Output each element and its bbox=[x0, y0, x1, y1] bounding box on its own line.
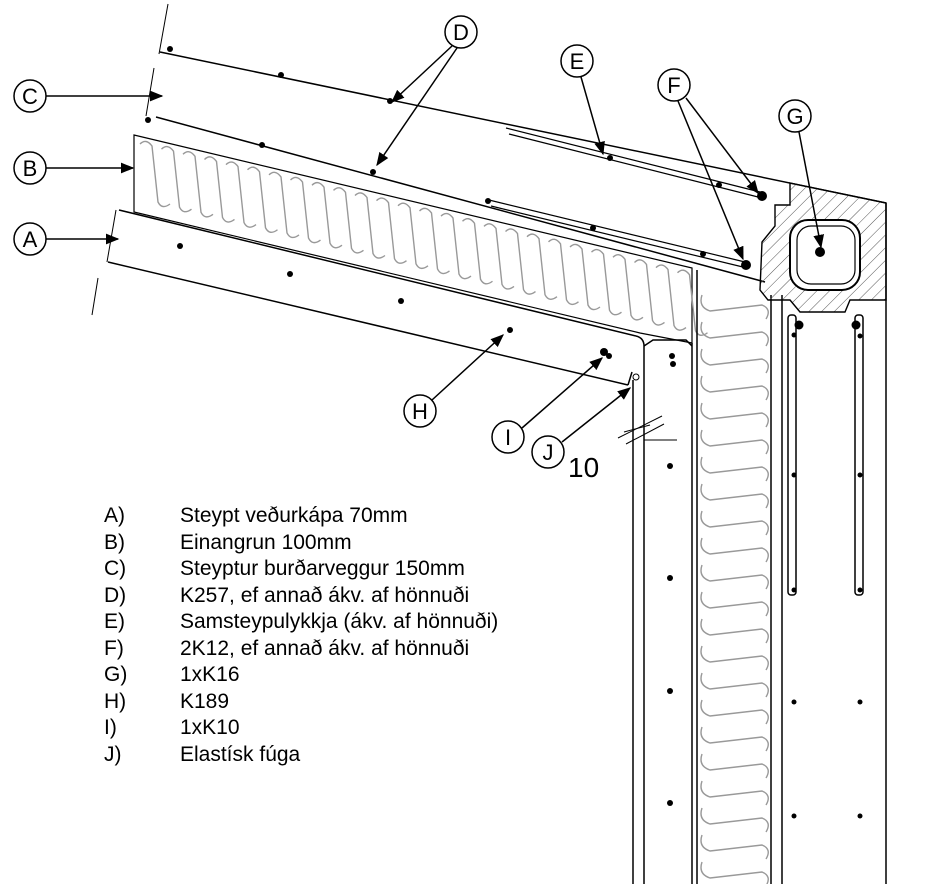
legend-key: F) bbox=[104, 636, 124, 660]
callout-d: D bbox=[376, 15, 478, 167]
legend-text: Steypt veðurkápa 70mm bbox=[180, 504, 408, 528]
svg-text:I: I bbox=[505, 425, 511, 450]
callout-j: J bbox=[531, 387, 632, 469]
legend-item: H) K189 bbox=[104, 689, 498, 716]
legend-item: I) 1xK10 bbox=[104, 715, 498, 742]
legend-item: A) Steypt veðurkápa 70mm bbox=[104, 503, 498, 530]
legend-text: K189 bbox=[180, 689, 230, 713]
legend-text: K257, ef annað ákv. af hönnuði bbox=[180, 583, 470, 607]
svg-text:C: C bbox=[22, 84, 38, 109]
legend-key: J) bbox=[104, 742, 122, 766]
corner-concrete-hatched bbox=[759, 182, 887, 313]
legend-key: E) bbox=[104, 610, 125, 634]
callout-g: G bbox=[778, 99, 825, 249]
legend-item: B) Einangrun 100mm bbox=[104, 530, 498, 557]
legend-item: D) K257, ef annað ákv. af hönnuði bbox=[104, 583, 498, 610]
callouts: A B C D E F G H I J bbox=[13, 15, 825, 469]
legend-text: Elastísk fúga bbox=[180, 742, 301, 766]
legend-text: 2K12, ef annað ákv. af hönnuði bbox=[180, 636, 470, 660]
svg-text:D: D bbox=[453, 20, 469, 45]
legend-text: Einangrun 100mm bbox=[180, 530, 352, 554]
rebar-dots bbox=[145, 46, 863, 819]
legend-text: 1xK10 bbox=[180, 716, 240, 740]
svg-text:E: E bbox=[570, 49, 585, 74]
legend-key: C) bbox=[104, 557, 127, 581]
legend-key: D) bbox=[104, 583, 127, 607]
legend-key: A) bbox=[104, 504, 125, 528]
legend-text: Steyptur burðarveggur 150mm bbox=[180, 557, 465, 581]
svg-text:H: H bbox=[412, 399, 428, 424]
legend-item: J) Elastísk fúga bbox=[104, 742, 498, 769]
vertical-wall-layers bbox=[632, 270, 864, 884]
legend-text: 1xK16 bbox=[180, 663, 240, 687]
svg-text:F: F bbox=[667, 73, 680, 98]
legend-key: H) bbox=[104, 689, 127, 713]
svg-text:G: G bbox=[786, 104, 803, 129]
insulation-sloped bbox=[133, 134, 708, 344]
legend-item: G) 1xK16 bbox=[104, 662, 498, 689]
legend-item: C) Steyptur burðarveggur 150mm bbox=[104, 556, 498, 583]
legend-key: B) bbox=[104, 530, 125, 554]
svg-text:J: J bbox=[543, 440, 554, 465]
callout-f: F bbox=[657, 68, 759, 261]
callout-h: H bbox=[403, 334, 504, 428]
legend-item: E) Samsteypulykkja (ákv. af hönnuði) bbox=[104, 609, 498, 636]
dimension-label: 10 bbox=[568, 452, 599, 483]
legend-key: G) bbox=[104, 663, 128, 687]
callout-i: I bbox=[491, 357, 604, 454]
callout-c: C bbox=[13, 79, 164, 113]
legend-text: Samsteypulykkja (ákv. af hönnuði) bbox=[180, 610, 499, 634]
insulation-vertical bbox=[700, 294, 769, 884]
legend-item: F) 2K12, ef annað ákv. af hönnuði bbox=[104, 636, 498, 663]
svg-text:A: A bbox=[23, 227, 38, 252]
callout-e: E bbox=[560, 44, 605, 156]
legend-key: I) bbox=[104, 716, 117, 740]
callout-a: A bbox=[13, 222, 120, 256]
svg-text:B: B bbox=[23, 156, 38, 181]
sealant-joint bbox=[617, 373, 677, 445]
callout-b: B bbox=[13, 151, 135, 185]
